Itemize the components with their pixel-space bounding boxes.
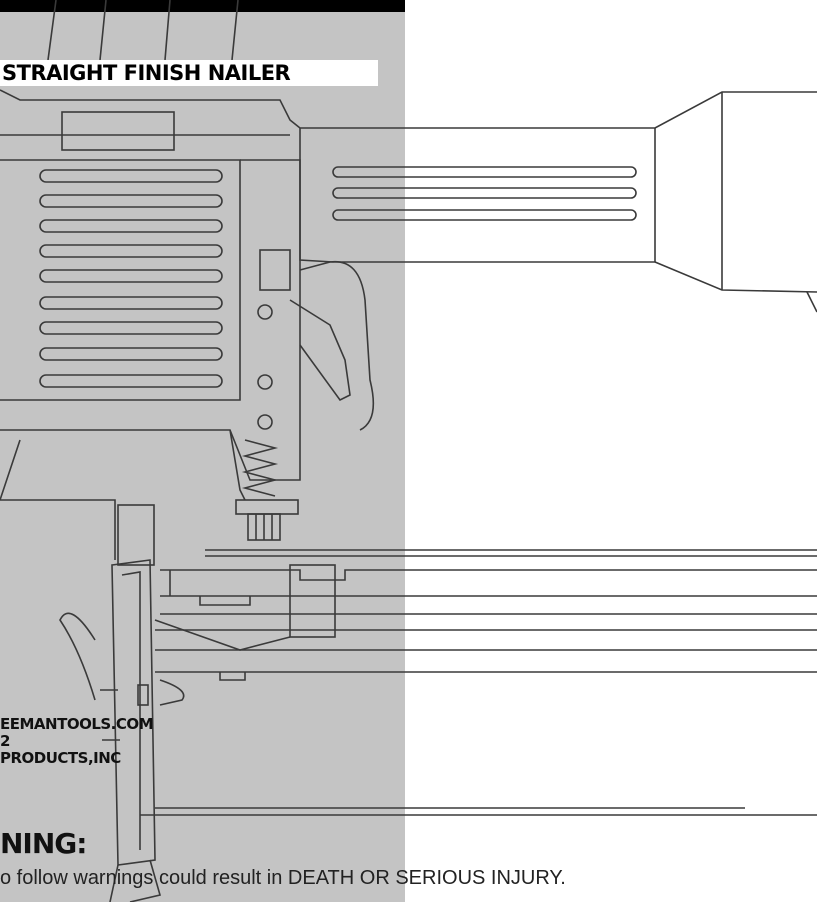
product-title: STRAIGHT FINISH NAILER: [0, 60, 378, 86]
company-name: PRODUCTS,INC: [0, 749, 121, 767]
top-black-bar: [0, 0, 405, 12]
info-line-2: 2: [0, 732, 10, 750]
website-text: EEMANTOOLS.COM: [0, 715, 154, 733]
company-info-block: EEMANTOOLS.COM 2 PRODUCTS,INC: [0, 715, 154, 767]
warning-text: o follow warnings could result in DEATH …: [0, 867, 566, 889]
warning-heading: NING:: [0, 827, 87, 860]
